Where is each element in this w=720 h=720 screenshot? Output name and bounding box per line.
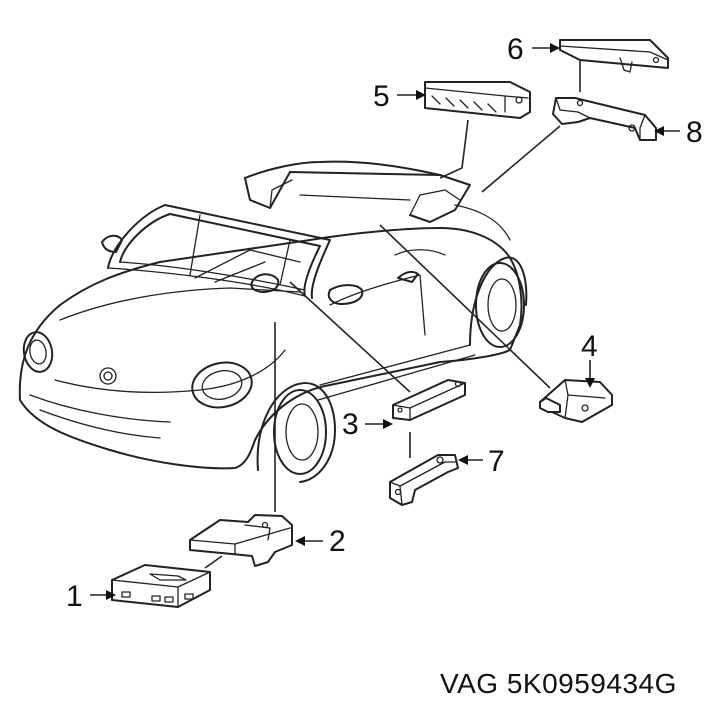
leader-lines — [204, 60, 581, 569]
callout-8: 8 — [686, 116, 703, 149]
callout-2: 2 — [329, 525, 346, 558]
part-4-sensor — [539, 379, 613, 423]
callout-arrows — [90, 43, 680, 600]
part-7-bracket — [389, 454, 459, 506]
callout-3: 3 — [342, 408, 359, 441]
callout-1: 1 — [66, 580, 83, 613]
part-8-bracket — [552, 97, 657, 141]
part-5-module — [424, 81, 531, 119]
callout-6: 6 — [507, 33, 524, 66]
part-3-control-module — [392, 379, 466, 421]
convertible-car-illustration — [18, 160, 528, 483]
part-2-tray-bracket — [189, 514, 293, 567]
part-1-control-unit — [111, 564, 211, 608]
part-number-label: VAG 5K0959434G — [440, 668, 677, 699]
callout-5: 5 — [373, 80, 390, 113]
part-6-antenna-module — [559, 39, 669, 73]
callout-4: 4 — [581, 330, 598, 363]
callout-7: 7 — [488, 445, 505, 478]
